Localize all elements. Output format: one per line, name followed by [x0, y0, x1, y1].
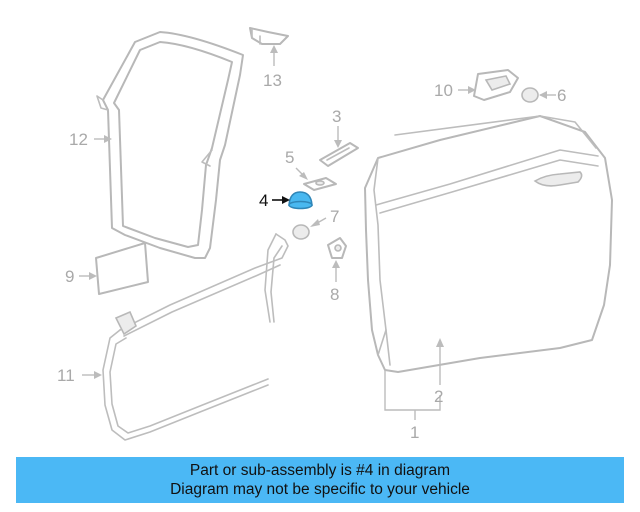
callout-7-label: 7	[330, 207, 339, 226]
banner-line-2: Diagram may not be specific to your vehi…	[170, 481, 470, 498]
callout-3: 3	[332, 107, 342, 148]
callout-1-label: 1	[410, 423, 419, 442]
callout-12: 12	[69, 130, 112, 149]
part-11-seal	[102, 233, 289, 441]
part-10-handle-bracket	[473, 69, 519, 101]
callout-2-label: 2	[434, 387, 443, 406]
part-6-grommet	[521, 87, 539, 103]
callout-11: 11	[57, 366, 102, 385]
part-1-door-shell	[364, 115, 613, 373]
part-5-plate	[303, 177, 337, 191]
callout-10: 10	[434, 81, 476, 100]
part-4-cap-highlighted	[288, 191, 313, 210]
parts-diagram: 1 2 3 4 5 6 7 8 9 10	[57, 27, 613, 442]
callout-6: 6	[539, 86, 566, 105]
callout-11-label: 11	[57, 366, 75, 385]
callout-6-label: 6	[557, 86, 566, 105]
callout-1: 1	[384, 370, 441, 442]
part-8-clip	[327, 237, 347, 259]
callout-5-label: 5	[285, 148, 294, 167]
callout-13: 13	[263, 45, 282, 90]
callout-4-label: 4	[259, 191, 268, 210]
callout-12-label: 12	[69, 130, 88, 149]
banner-line-1: Part or sub-assembly is #4 in diagram	[189, 462, 451, 479]
callout-13-label: 13	[263, 71, 282, 90]
part-7-washer	[292, 224, 310, 240]
part-3-trim	[319, 142, 359, 167]
callout-9-label: 9	[65, 267, 74, 286]
callout-9: 9	[65, 267, 97, 286]
part-9-pad	[95, 242, 149, 295]
part-12-weatherstrip	[96, 31, 244, 259]
callout-2: 2	[434, 338, 444, 406]
callout-10-label: 10	[434, 81, 453, 100]
info-banner: Part or sub-assembly is #4 in diagram Di…	[16, 457, 624, 503]
callout-3-label: 3	[332, 107, 341, 126]
callout-8: 8	[330, 260, 340, 304]
part-13-bracket	[249, 27, 289, 45]
callout-5: 5	[285, 148, 308, 180]
callout-7: 7	[310, 207, 339, 227]
callout-4: 4	[259, 191, 290, 210]
callout-8-label: 8	[330, 285, 339, 304]
